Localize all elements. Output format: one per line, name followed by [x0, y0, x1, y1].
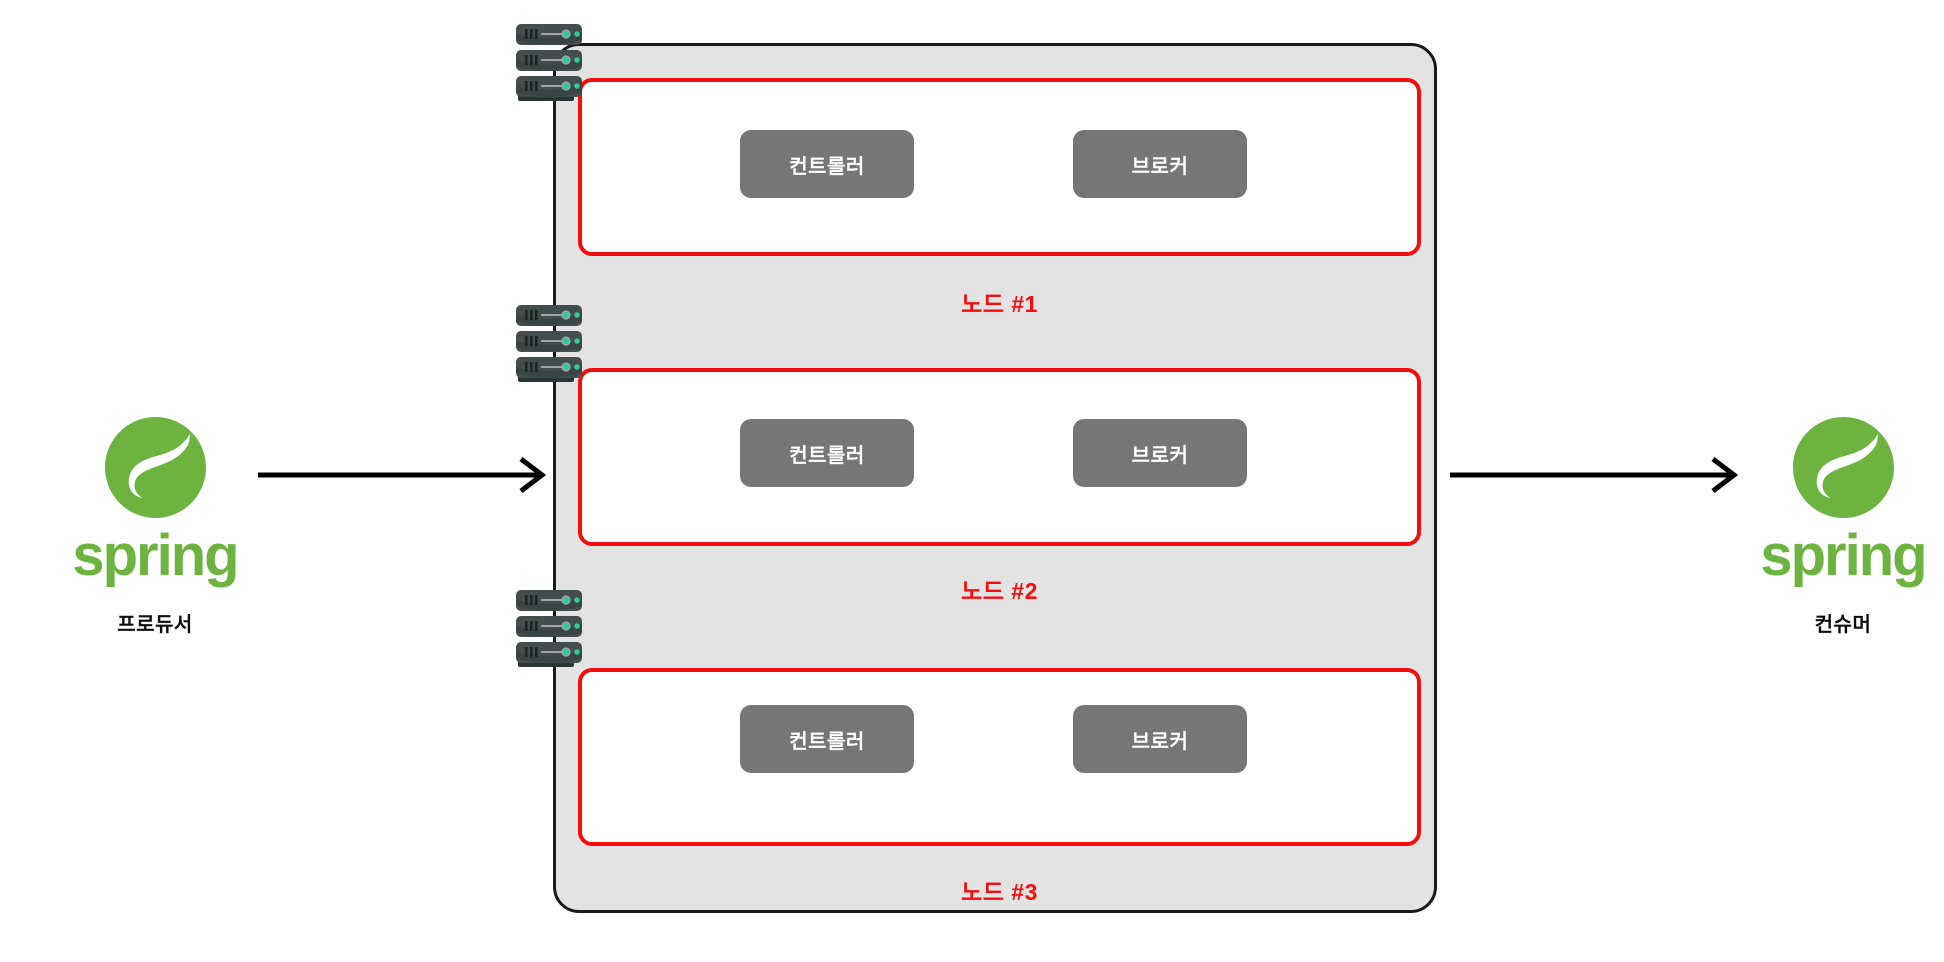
server-rack-icon-node2 — [516, 303, 596, 387]
svg-text:spring: spring — [1760, 525, 1925, 588]
producer-group: spring 프로듀서 — [40, 410, 270, 637]
arrow-producer-to-cluster — [258, 455, 548, 495]
node-box-2 — [578, 368, 1421, 546]
server-rack-icon-node1 — [516, 22, 596, 106]
node-box-1 — [578, 78, 1421, 256]
consumer-group: spring 컨슈머 — [1728, 410, 1944, 637]
node-label-1: 노드 #1 — [961, 291, 1038, 317]
svg-text:spring: spring — [72, 525, 237, 588]
component-controller-node2[interactable]: 컨트롤러 — [740, 419, 914, 487]
component-broker-node1[interactable]: 브로커 — [1073, 130, 1247, 198]
arrow-cluster-to-consumer — [1450, 455, 1740, 495]
node-box-3 — [578, 668, 1421, 846]
component-broker-node2[interactable]: 브로커 — [1073, 419, 1247, 487]
spring-wordmark: spring — [1760, 523, 1927, 588]
node-label-3: 노드 #3 — [961, 879, 1038, 905]
spring-logo-icon — [104, 417, 206, 518]
consumer-caption: 컨슈머 — [1814, 614, 1872, 636]
server-rack-icon-node3 — [516, 588, 596, 672]
node-label-2: 노드 #2 — [961, 578, 1038, 604]
spring-wordmark: spring — [72, 523, 239, 588]
component-controller-node1[interactable]: 컨트롤러 — [740, 130, 914, 198]
component-controller-node3[interactable]: 컨트롤러 — [740, 705, 914, 773]
producer-caption: 프로듀서 — [117, 614, 193, 636]
spring-logo-icon — [1792, 417, 1894, 518]
component-broker-node3[interactable]: 브로커 — [1073, 705, 1247, 773]
